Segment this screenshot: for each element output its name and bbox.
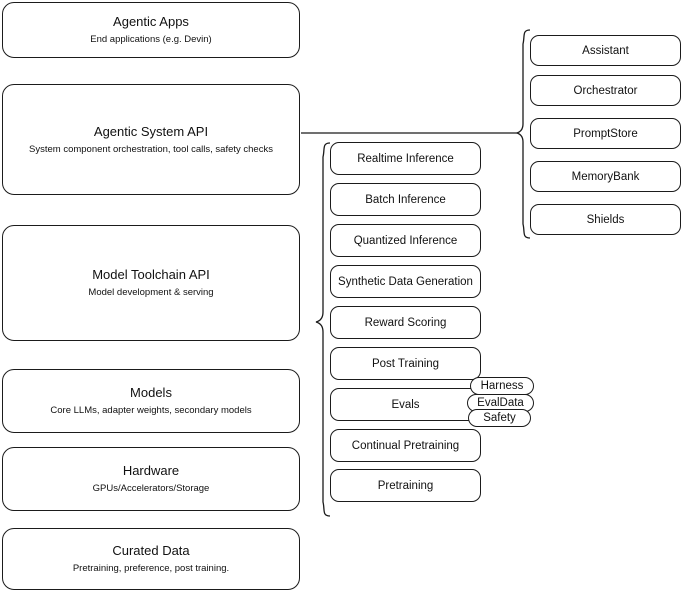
brace-agentic-components (514, 29, 531, 239)
layer-title: Models (130, 385, 172, 400)
capability-box-evals[interactable]: Evals (330, 388, 481, 421)
layer-box-agentic-apps[interactable]: Agentic Apps End applications (e.g. Devi… (2, 2, 300, 58)
layer-subtitle: Pretraining, preference, post training. (72, 563, 230, 574)
capability-box-reward-scoring[interactable]: Reward Scoring (330, 306, 481, 339)
layer-subtitle: Core LLMs, adapter weights, secondary mo… (50, 405, 252, 416)
eval-pill-harness[interactable]: Harness (470, 377, 534, 395)
capability-box-synthetic-data-generation[interactable]: Synthetic Data Generation (330, 265, 481, 298)
capability-box-quantized-inference[interactable]: Quantized Inference (330, 224, 481, 257)
capability-box-pretraining[interactable]: Pretraining (330, 469, 481, 502)
layer-subtitle: System component orchestration, tool cal… (29, 143, 273, 155)
layer-subtitle: Model development & serving (88, 287, 214, 298)
layer-title: Agentic Apps (113, 14, 189, 29)
capability-box-batch-inference[interactable]: Batch Inference (330, 183, 481, 216)
capability-box-post-training[interactable]: Post Training (330, 347, 481, 380)
eval-pill-safety[interactable]: Safety (468, 409, 531, 427)
layer-title: Curated Data (112, 543, 190, 558)
agentic-component-box-memorybank[interactable]: MemoryBank (530, 161, 681, 192)
agentic-component-box-assistant[interactable]: Assistant (530, 35, 681, 66)
layer-title: Model Toolchain API (92, 267, 210, 282)
layer-box-hardware[interactable]: Hardware GPUs/Accelerators/Storage (2, 447, 300, 511)
layer-subtitle: End applications (e.g. Devin) (90, 34, 212, 45)
layer-title: Hardware (122, 463, 180, 478)
agentic-component-box-shields[interactable]: Shields (530, 204, 681, 235)
brace-toolchain-capabilities (315, 142, 331, 517)
capability-box-realtime-inference[interactable]: Realtime Inference (330, 142, 481, 175)
layer-box-curated-data[interactable]: Curated Data Pretraining, preference, po… (2, 528, 300, 590)
agentic-component-box-orchestrator[interactable]: Orchestrator (530, 75, 681, 106)
layer-box-model-toolchain-api[interactable]: Model Toolchain API Model development & … (2, 225, 300, 341)
agentic-component-box-promptstore[interactable]: PromptStore (530, 118, 681, 149)
layer-box-models[interactable]: Models Core LLMs, adapter weights, secon… (2, 369, 300, 433)
capability-box-continual-pretraining[interactable]: Continual Pretraining (330, 429, 481, 462)
layer-subtitle: GPUs/Accelerators/Storage (92, 483, 210, 494)
layer-title: Agentic System API (93, 123, 209, 139)
layer-box-agentic-system-api[interactable]: Agentic System API System component orch… (2, 84, 300, 195)
